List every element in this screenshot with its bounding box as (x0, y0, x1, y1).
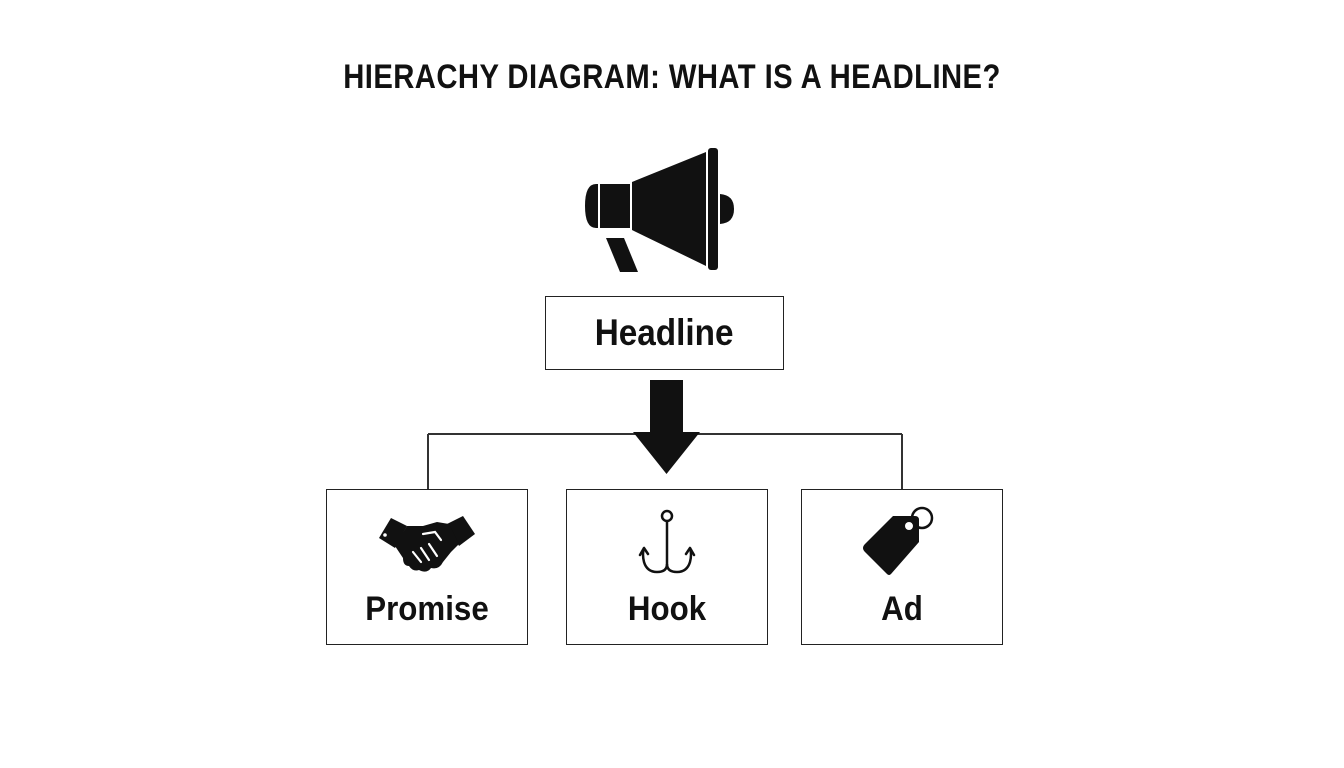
ad-label: Ad (881, 590, 923, 628)
down-arrow-icon (633, 380, 700, 474)
headline-node: Headline (545, 296, 784, 370)
promise-node: Promise (326, 489, 528, 645)
price-tag-icon (863, 506, 934, 575)
hook-icon (638, 509, 696, 574)
hook-label: Hook (627, 590, 707, 628)
promise-label: Promise (365, 590, 489, 628)
diagram-title: HIERACHY DIAGRAM: WHAT IS A HEADLINE? (343, 58, 1001, 96)
hook-node: Hook (566, 489, 768, 645)
handshake-icon (379, 516, 475, 572)
megaphone-icon (585, 148, 734, 272)
ad-node: Ad (801, 489, 1003, 645)
headline-label: Headline (595, 312, 734, 353)
